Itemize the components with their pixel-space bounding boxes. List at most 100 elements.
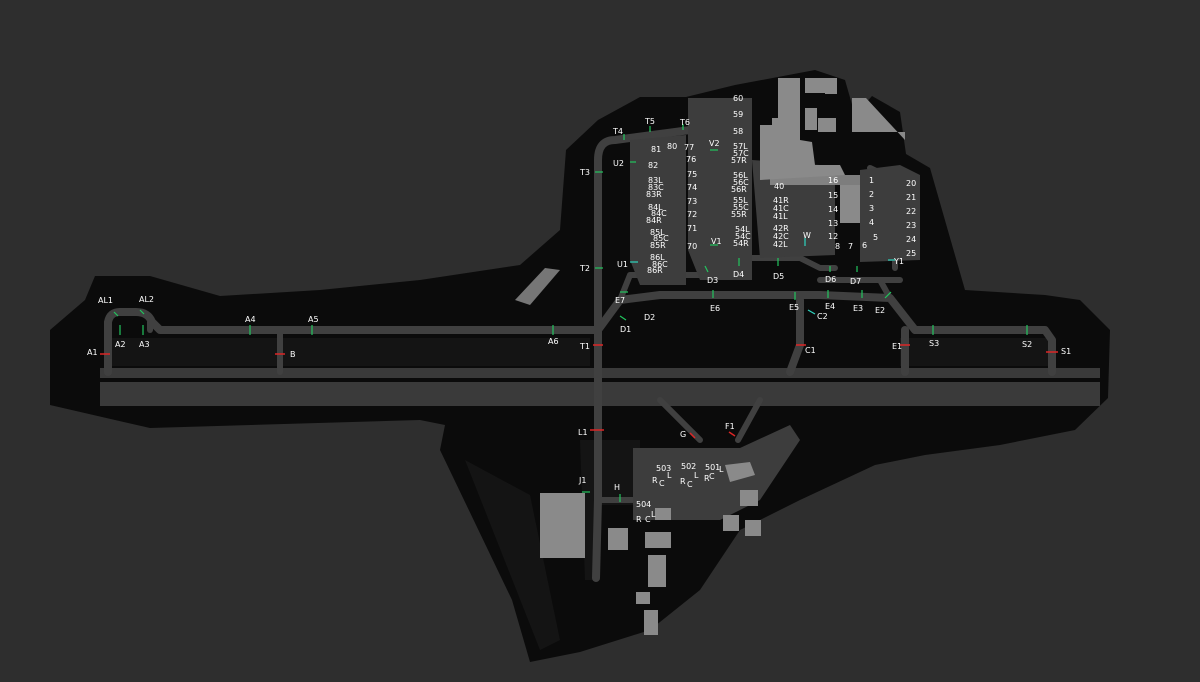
taxiway-label: F1	[725, 422, 735, 431]
taxiway-label: S2	[1022, 340, 1032, 349]
stand-label: 75	[687, 170, 697, 179]
stand-label: 82	[648, 161, 658, 170]
stand-label: 60	[733, 94, 743, 103]
stand-label: 85C	[653, 234, 669, 243]
stand-label: 3	[869, 204, 874, 213]
stand-label: 55R	[731, 210, 747, 219]
taxiway-labels: A1 A2 A3 A4 A5 A6 AL1 AL2 B T1 T2 T3 T4 …	[87, 117, 1071, 492]
taxiway-label: J1	[578, 476, 586, 485]
stand-label: 80	[667, 142, 677, 151]
taxiway-label: AL1	[98, 296, 113, 305]
stand-label: 21	[906, 193, 916, 202]
stand-letter: R	[680, 477, 686, 486]
taxiway-label: D6	[825, 275, 836, 284]
stand-label: 59	[733, 110, 743, 119]
stand-label: 86L	[650, 253, 665, 262]
stand-label: 77	[684, 143, 694, 152]
stand-letter: C	[645, 515, 651, 524]
stand-label: 81	[651, 145, 661, 154]
stand-label: 74	[687, 183, 697, 192]
stand-label: 83C	[648, 183, 664, 192]
taxiway-label: A5	[308, 315, 319, 324]
stand-label: 57L	[733, 142, 748, 151]
stand-label: 84C	[651, 209, 667, 218]
taxiway-label: A3	[139, 340, 150, 349]
stand-label: 76	[686, 155, 696, 164]
stand-label: 55C	[733, 203, 749, 212]
stand-label: 85L	[650, 228, 665, 237]
taxiway-label: D7	[850, 277, 861, 286]
stand-letter: R	[636, 515, 642, 524]
taxiway-label: E6	[710, 304, 720, 313]
stand-letter: R	[704, 474, 710, 483]
stand-label: 83R	[646, 190, 662, 199]
stand-letter: R	[652, 476, 658, 485]
stand-label: 25	[906, 249, 916, 258]
stand-label: 55L	[733, 196, 748, 205]
taxiway-label: AL2	[139, 295, 154, 304]
stand-label: 41R	[773, 196, 789, 205]
stand-label: 5	[873, 233, 878, 242]
stand-label: 41L	[773, 212, 788, 221]
taxiway-label: T2	[579, 264, 590, 273]
taxiway-label: A6	[548, 337, 559, 346]
taxiway-label: V2	[709, 139, 720, 148]
taxiway-label: D3	[707, 276, 718, 285]
taxiway-label: E7	[615, 296, 625, 305]
taxiway-label: D4	[733, 270, 744, 279]
stand-label: 7	[848, 242, 853, 251]
stand-label: 24	[906, 235, 916, 244]
stand-label: 503	[656, 464, 671, 473]
stand-label: 4	[869, 218, 874, 227]
stand-label: 56L	[733, 171, 748, 180]
taxiway-label: T1	[579, 342, 590, 351]
stand-letter: C	[687, 480, 693, 489]
stand-label: 502	[681, 462, 696, 471]
stand-label: 71	[687, 224, 697, 233]
stand-label: 42R	[773, 224, 789, 233]
stand-label: 504	[636, 500, 651, 509]
stand-letter: C	[709, 472, 715, 481]
stand-labels: 60 59 58 57L 57C 57R 56L 56C 56R 55L 55C…	[636, 94, 916, 509]
taxiway-label: E2	[875, 306, 885, 315]
stand-label: 57C	[733, 149, 749, 158]
taxiway-label: D5	[773, 272, 784, 281]
taxiway-label: D2	[644, 313, 655, 322]
stand-label: 15	[828, 191, 838, 200]
taxiway-label: D1	[620, 325, 631, 334]
taxiway-label: E4	[825, 302, 835, 311]
stand-label: 1	[869, 176, 874, 185]
stand-label: 14	[828, 205, 838, 214]
stand-label: 84R	[646, 216, 662, 225]
taxiway-label: E3	[853, 304, 863, 313]
taxiway-label: T3	[579, 168, 590, 177]
taxiway-label: U1	[617, 260, 628, 269]
stand-label: 20	[906, 179, 916, 188]
stand-label: 73	[687, 197, 697, 206]
taxiway-label: A4	[245, 315, 256, 324]
grass-islands	[106, 338, 1050, 650]
stand-label: 72	[687, 210, 697, 219]
stand-label: 57R	[731, 156, 747, 165]
hold-bars	[100, 124, 1058, 502]
stand-label: 6	[862, 241, 867, 250]
buildings	[515, 78, 905, 635]
taxiway-label: E5	[789, 303, 799, 312]
stand-label: 42L	[773, 240, 788, 249]
stand-label: 42C	[773, 232, 789, 241]
taxiway-label: C1	[805, 346, 816, 355]
stand-label: 12	[828, 232, 838, 241]
stand-label: 56C	[733, 178, 749, 187]
stand-letter: C	[659, 479, 665, 488]
taxiway-label: V1	[711, 237, 722, 246]
taxiway-label: T4	[612, 127, 623, 136]
stand-label: 54C	[735, 232, 751, 241]
taxiway-label: L1	[578, 428, 588, 437]
stand-letter: L	[694, 471, 699, 480]
stand-label: 54L	[735, 225, 750, 234]
taxiway-label: H	[614, 483, 620, 492]
taxiway-label: Y1	[893, 257, 904, 266]
taxiway-label: U2	[613, 159, 624, 168]
stand-label: 501	[705, 463, 720, 472]
